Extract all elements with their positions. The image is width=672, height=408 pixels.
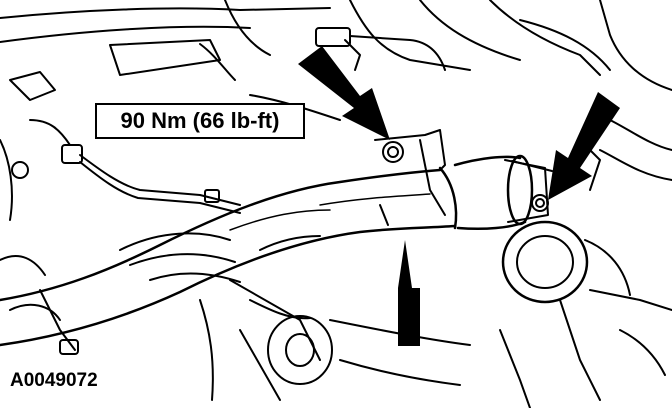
figure-id-label: A0049072 — [10, 370, 98, 391]
arrow-icon-bolt-top — [298, 46, 390, 140]
coolant-pipe — [0, 166, 458, 347]
arrow-icon-clamp-right — [548, 92, 620, 200]
lower-engine-lines — [119, 232, 471, 401]
arrow-icon-pipe-bottom — [398, 240, 420, 346]
torque-spec-label: 90 Nm (66 lb-ft) — [95, 103, 305, 139]
bracket-bolt — [374, 129, 446, 216]
wiring-harness — [0, 119, 241, 355]
pulley — [499, 220, 672, 408]
engine-background-lines — [0, 0, 672, 121]
hose-clamp — [453, 154, 553, 230]
